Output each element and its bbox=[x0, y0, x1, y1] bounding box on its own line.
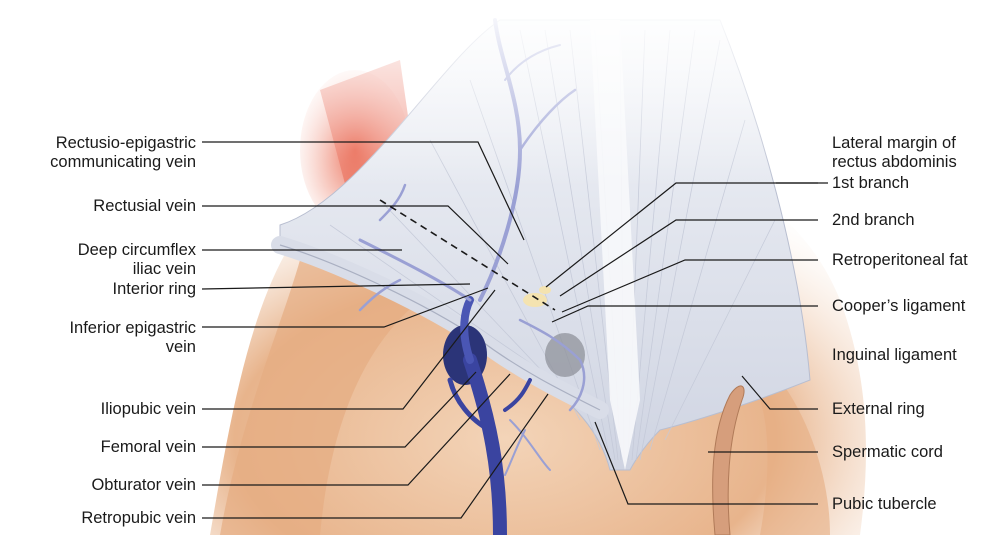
label-interior-ring: Interior ring bbox=[113, 280, 196, 299]
label-line: Interior ring bbox=[113, 280, 196, 299]
label-line: Retroperitoneal fat bbox=[832, 251, 968, 270]
label-retroperitoneal-fat: Retroperitoneal fat bbox=[832, 251, 968, 270]
label-line: Femoral vein bbox=[101, 438, 196, 457]
label-pubic-tubercle: Pubic tubercle bbox=[832, 495, 937, 514]
label-coopers-ligament: Cooper’s ligament bbox=[832, 297, 965, 316]
label-line: Inferior epigastric bbox=[69, 319, 196, 338]
label-line: Spermatic cord bbox=[832, 443, 943, 462]
label-line: Iliopubic vein bbox=[101, 400, 196, 419]
label-obturator-vein: Obturator vein bbox=[91, 476, 196, 495]
label-line: vein bbox=[69, 338, 196, 357]
label-spermatic-cord: Spermatic cord bbox=[832, 443, 943, 462]
label-line: Rectusio-epigastric bbox=[50, 134, 196, 153]
label-line: Rectusial vein bbox=[93, 197, 196, 216]
label-line: 1st branch bbox=[832, 174, 909, 193]
label-line: External ring bbox=[832, 400, 925, 419]
label-second-branch: 2nd branch bbox=[832, 211, 915, 230]
label-line: iliac vein bbox=[78, 260, 196, 279]
label-inguinal-ligament: Inguinal ligament bbox=[832, 346, 957, 365]
label-iliopubic-vein: Iliopubic vein bbox=[101, 400, 196, 419]
label-rectusial-vein: Rectusial vein bbox=[93, 197, 196, 216]
label-line: Pubic tubercle bbox=[832, 495, 937, 514]
label-line: Inguinal ligament bbox=[832, 346, 957, 365]
label-line: Retropubic vein bbox=[81, 509, 196, 528]
label-femoral-vein: Femoral vein bbox=[101, 438, 196, 457]
label-external-ring: External ring bbox=[832, 400, 925, 419]
label-line: communicating vein bbox=[50, 153, 196, 172]
label-retropubic-vein: Retropubic vein bbox=[81, 509, 196, 528]
label-first-branch: 1st branch bbox=[832, 174, 909, 193]
label-line: Cooper’s ligament bbox=[832, 297, 965, 316]
label-line: rectus abdominis bbox=[832, 153, 957, 172]
label-line: Deep circumflex bbox=[78, 241, 196, 260]
label-line: 2nd branch bbox=[832, 211, 915, 230]
label-line: Obturator vein bbox=[91, 476, 196, 495]
label-line: Lateral margin of bbox=[832, 134, 957, 153]
